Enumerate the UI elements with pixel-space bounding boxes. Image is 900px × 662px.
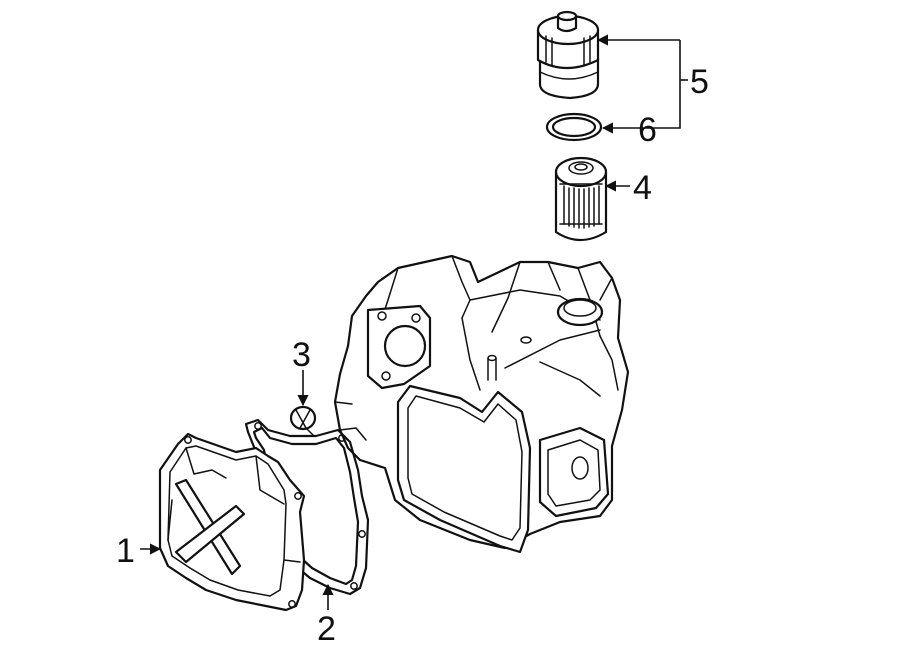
callout-4: 4 — [633, 169, 652, 207]
transmission-pan-icon — [158, 432, 306, 612]
callout-3: 3 — [292, 336, 311, 374]
callout-5: 5 — [690, 63, 709, 101]
oil-filter-housing-cap-icon — [536, 10, 600, 100]
callout-6: 6 — [638, 111, 657, 149]
o-ring-seal-icon — [545, 112, 603, 142]
callout-1: 1 — [116, 532, 135, 570]
transmission-case-icon — [333, 254, 630, 554]
callout-2: 2 — [317, 610, 336, 648]
drain-plug-icon — [289, 405, 317, 437]
oil-filter-element-icon — [554, 156, 608, 242]
leader-lines — [140, 34, 688, 610]
